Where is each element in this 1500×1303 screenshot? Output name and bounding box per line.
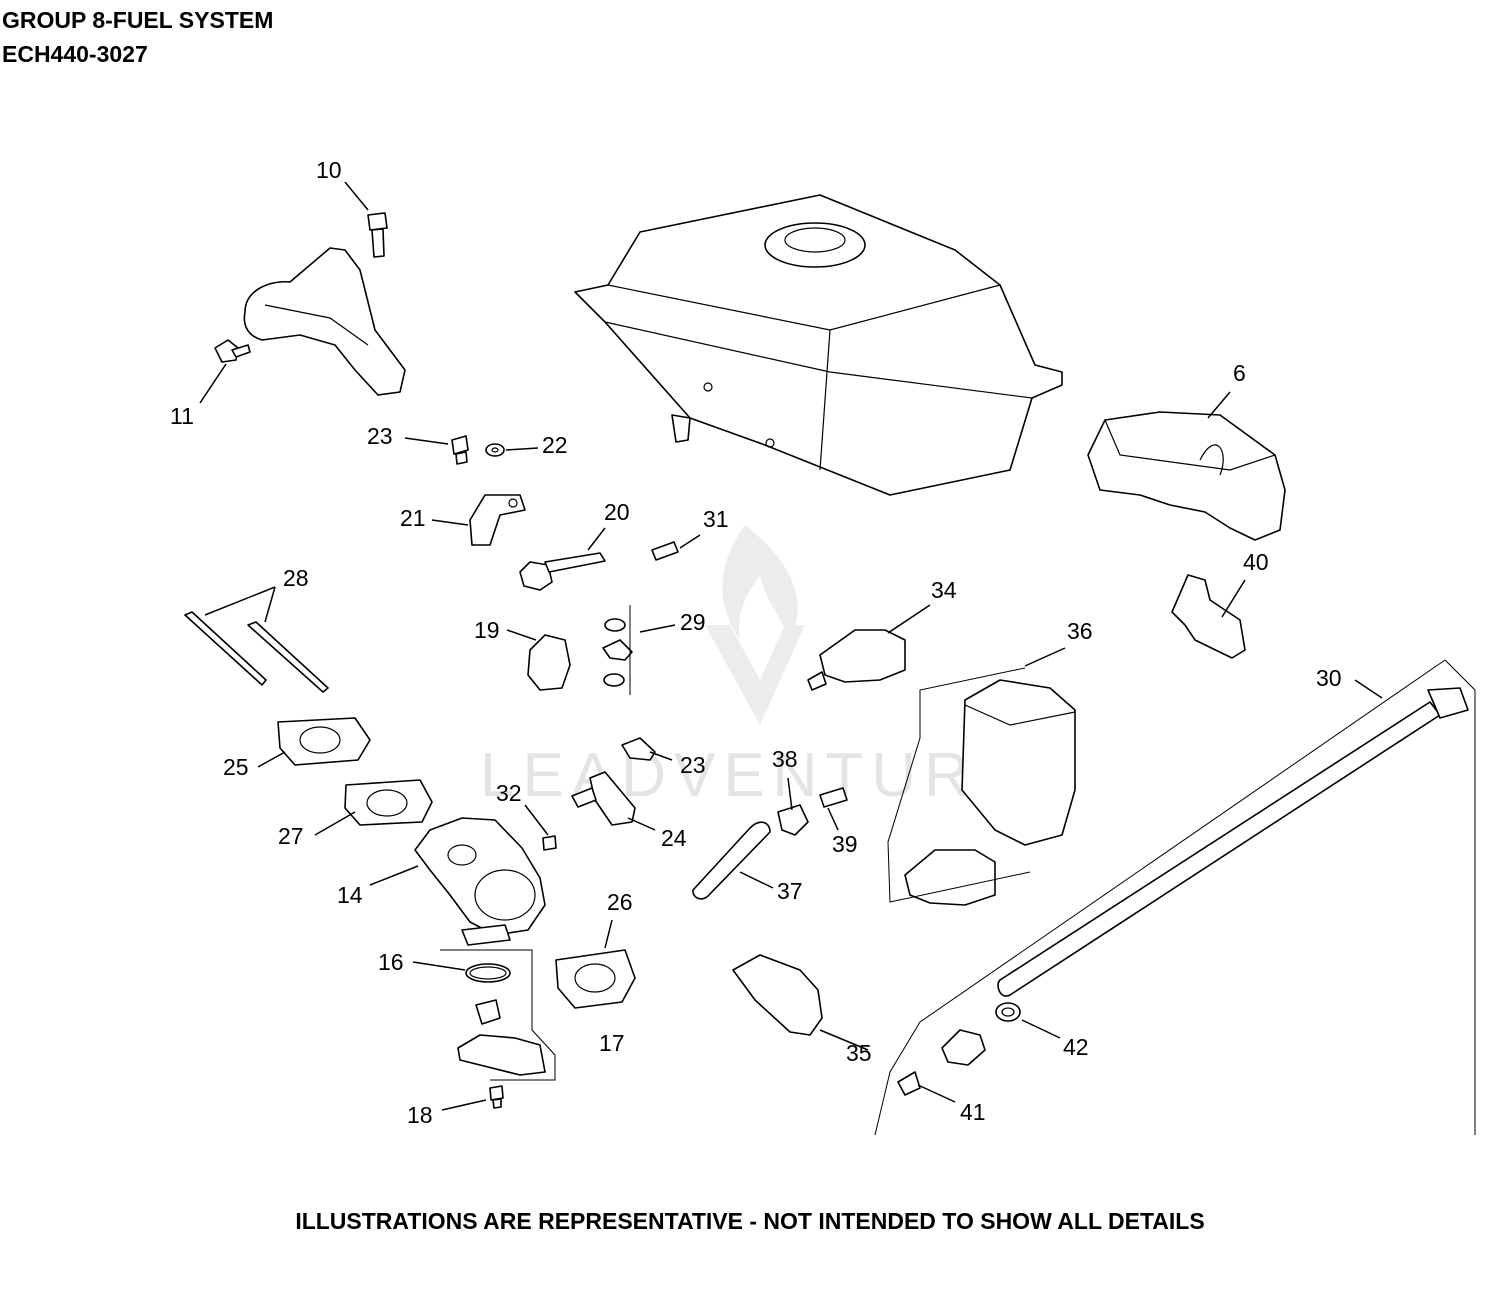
callout-39: 39 xyxy=(832,831,858,857)
callout-29: 29 xyxy=(680,609,706,635)
watermark-text: LEADVENTURE xyxy=(480,741,1027,810)
part-27-gasket xyxy=(344,779,433,826)
callout-26: 26 xyxy=(607,889,633,915)
watermark-logo xyxy=(705,525,805,725)
callout-41: 41 xyxy=(960,1099,986,1125)
disclaimer-note: ILLUSTRATIONS ARE REPRESENTATIVE - NOT I… xyxy=(295,1208,1205,1234)
callout-28: 28 xyxy=(283,565,309,591)
callout-40: 40 xyxy=(1243,549,1269,575)
callout-22: 22 xyxy=(542,432,568,458)
callout-14: 14 xyxy=(337,882,363,908)
part-30-fuel-line xyxy=(874,659,1476,1136)
callout-30: 30 xyxy=(1316,665,1342,691)
part-19-regulator xyxy=(527,634,571,691)
leader-lines xyxy=(199,181,1383,1111)
part-42-hose-clamp xyxy=(995,1002,1021,1022)
part-10-bolt xyxy=(367,212,388,258)
part-32-pin xyxy=(542,835,557,851)
part-26-gasket xyxy=(555,949,636,1009)
callout-35: 35 xyxy=(846,1040,872,1066)
callout-23b: 23 xyxy=(680,752,706,778)
callout-19: 19 xyxy=(474,617,500,643)
callout-31: 31 xyxy=(703,506,729,532)
callout-17: 17 xyxy=(599,1030,625,1056)
part-18-screw xyxy=(489,1085,504,1109)
callout-24: 24 xyxy=(661,825,687,851)
callout-23: 23 xyxy=(367,423,393,449)
part-25-gasket xyxy=(277,717,371,766)
part-31-cap xyxy=(651,541,679,561)
callout-27: 27 xyxy=(278,823,304,849)
callout-20: 20 xyxy=(604,499,630,525)
callout-16: 16 xyxy=(378,949,404,975)
part-40-bracket xyxy=(1171,574,1246,659)
callout-21: 21 xyxy=(400,505,426,531)
part-11-screw xyxy=(214,339,251,363)
part-37-fuel-hose xyxy=(692,821,771,900)
part-36-fuel-pump xyxy=(887,667,1076,906)
part-16-o-ring xyxy=(465,963,511,983)
part-24-sensor xyxy=(571,771,636,826)
part-28-studs xyxy=(184,611,329,693)
callout-36: 36 xyxy=(1067,618,1093,644)
part-39-tube xyxy=(819,787,848,808)
callout-25: 25 xyxy=(223,754,249,780)
part-6-bracket xyxy=(1087,411,1286,541)
part-34-fuel-filter xyxy=(807,629,906,691)
part-23-fitting xyxy=(621,737,656,761)
callout-11: 11 xyxy=(170,403,194,429)
callout-42: 42 xyxy=(1063,1034,1089,1060)
part-22-washer xyxy=(485,443,505,457)
callout-32: 32 xyxy=(496,780,522,806)
model-code: ECH440-3027 xyxy=(2,41,148,67)
part-14-carburetor xyxy=(414,817,546,946)
part-21-bracket xyxy=(469,494,526,546)
part-29-gasket-set xyxy=(602,605,633,695)
callout-6: 6 xyxy=(1233,360,1246,386)
callout-10: 10 xyxy=(316,157,342,183)
callout-34: 34 xyxy=(931,577,957,603)
part-23-screw xyxy=(451,435,469,465)
part-35-pulse-pump xyxy=(732,954,823,1036)
callout-labels: 10 11 23 22 6 21 20 31 28 34 40 19 29 36… xyxy=(170,157,1342,1128)
callout-38: 38 xyxy=(772,746,798,772)
part-20-solenoid xyxy=(519,552,606,591)
part-41-fitting xyxy=(897,1029,986,1096)
part-38-clamp xyxy=(777,804,809,836)
page-title: GROUP 8-FUEL SYSTEM xyxy=(2,7,274,33)
fuel-tank xyxy=(574,194,1063,496)
callout-37: 37 xyxy=(777,878,803,904)
heat-shield-bracket xyxy=(243,247,406,396)
callout-18: 18 xyxy=(407,1102,433,1128)
part-17-float-bowl xyxy=(440,949,556,1081)
